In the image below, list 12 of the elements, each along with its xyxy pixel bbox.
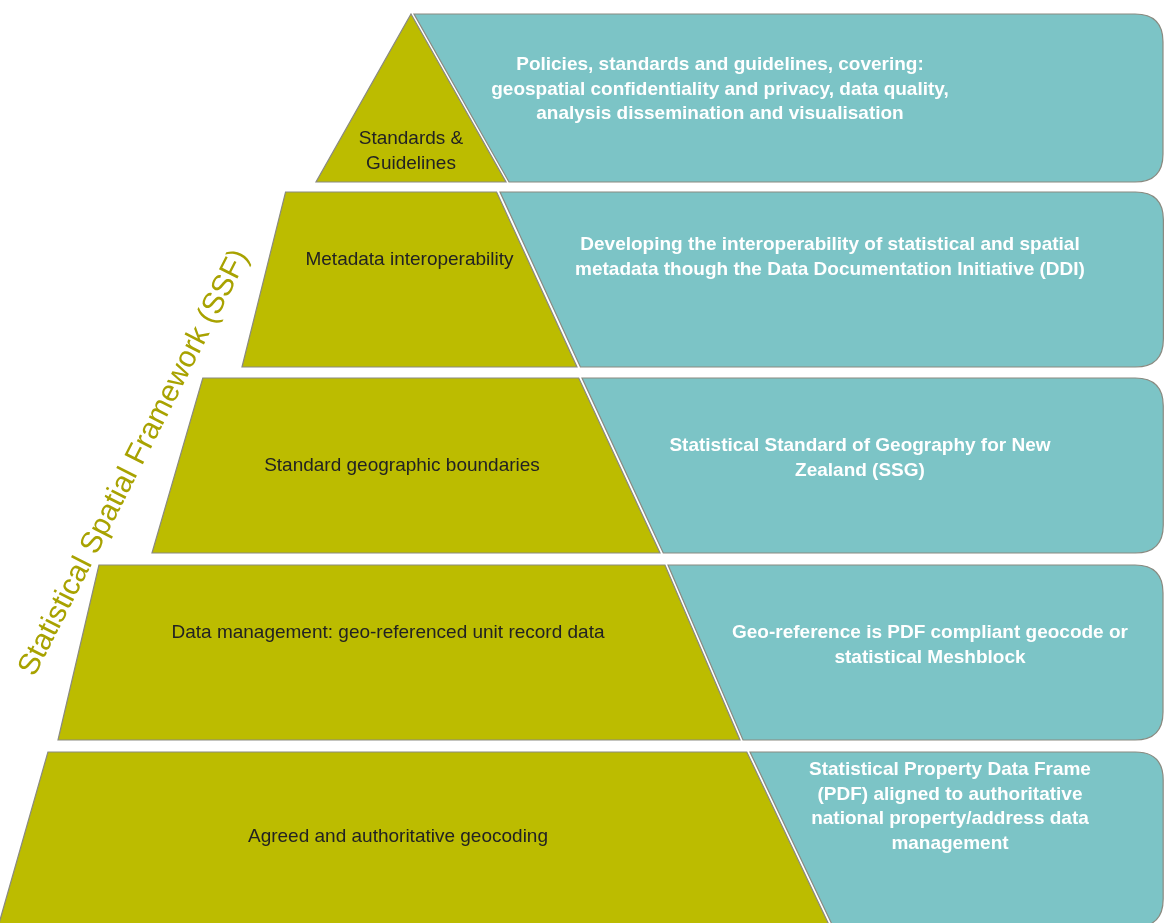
- description-text: Geo-reference is PDF compliant geocode or statistical Meshblock: [731, 620, 1129, 669]
- description-box: [581, 378, 1163, 553]
- description-text: Statistical Property Data Frame (PDF) aligned to authoritative national property/address data management: [808, 757, 1092, 856]
- description-text: Statistical Standard of Geography for New Zealand (SSG): [668, 433, 1052, 482]
- layer-label: Agreed and authoritative geocoding: [247, 824, 549, 848]
- layer-label: Standards & Guidelines: [357, 126, 465, 175]
- description-text: Developing the interoperability of statistical and spatial metadata though the Data Documentation Initiative (DDI): [574, 232, 1086, 281]
- description-box: [667, 565, 1163, 740]
- layer-label: Metadata interoperability: [304, 247, 515, 271]
- description-text: Policies, standards and guidelines, covering: geospatial confidentiality and privacy, data quality, analysis dissemination and visualisation: [490, 52, 950, 126]
- layer-label: Standard geographic boundaries: [263, 453, 541, 477]
- layer-label: Data management: geo-referenced unit record data: [170, 620, 606, 644]
